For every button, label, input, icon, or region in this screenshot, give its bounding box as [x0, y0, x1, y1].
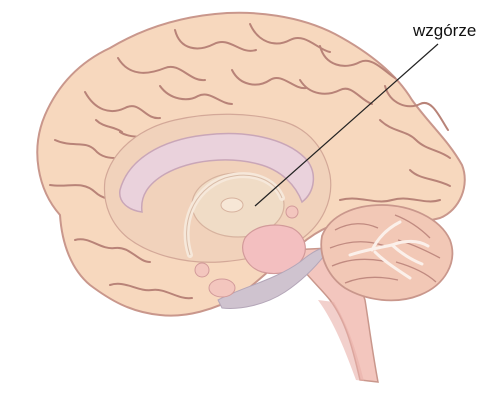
arbor-vitae: [348, 220, 430, 280]
thalamus-nucleus: [220, 197, 244, 213]
cerebellum: [320, 204, 454, 302]
brainstem-shade: [318, 300, 364, 381]
corpus-callosum: [119, 132, 314, 213]
pons: [208, 278, 236, 298]
pituitary: [194, 262, 210, 278]
thalamus-leader-line: [254, 43, 439, 207]
fornix-outline: [186, 174, 283, 256]
pineal: [285, 205, 299, 219]
thalamus-label: wzgórze: [412, 21, 476, 40]
